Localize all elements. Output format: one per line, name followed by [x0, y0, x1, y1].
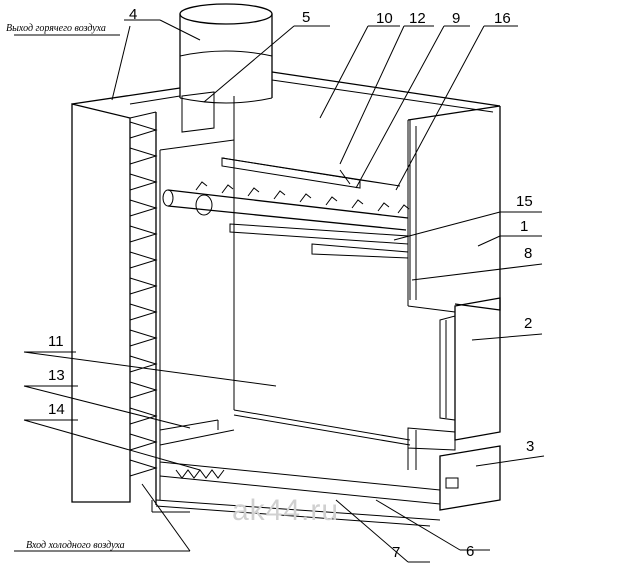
- callout-2: 2: [524, 315, 532, 332]
- callout-4: 4: [129, 6, 137, 23]
- callout-5: 5: [302, 9, 310, 26]
- shelf: [229, 223, 409, 259]
- upper-baffle: [221, 157, 401, 189]
- callout-13: 13: [48, 367, 65, 384]
- air-tube: [162, 181, 410, 231]
- convection-panel: [71, 103, 158, 505]
- callout-1: 1: [520, 218, 528, 235]
- callout-12: 12: [409, 10, 426, 27]
- callout-8: 8: [524, 245, 532, 262]
- leader-lines: [14, 19, 545, 563]
- callout-10: 10: [376, 10, 393, 27]
- callout-6: 6: [466, 543, 474, 560]
- callout-11: 11: [48, 333, 64, 350]
- outlet-window: [181, 91, 215, 133]
- ash-door: [407, 427, 501, 511]
- bottom-grate: [151, 419, 441, 527]
- callout-16: 16: [494, 10, 511, 27]
- callout-7: 7: [392, 544, 400, 561]
- callout-14: 14: [48, 401, 65, 418]
- hot-air-outlet-caption: Выход горячего воздуха: [6, 23, 106, 34]
- top-cover: [71, 71, 501, 113]
- firebox: [159, 96, 411, 500]
- right-side-panel: [407, 105, 501, 313]
- cold-air-inlet-caption: Вход холодного воздуха: [26, 540, 125, 551]
- callout-3: 3: [526, 438, 534, 455]
- chimney-pipe: [179, 3, 273, 104]
- watermark: ak44.ru: [232, 494, 339, 527]
- callout-9: 9: [452, 10, 460, 27]
- callout-15: 15: [516, 193, 533, 210]
- door: [439, 297, 501, 441]
